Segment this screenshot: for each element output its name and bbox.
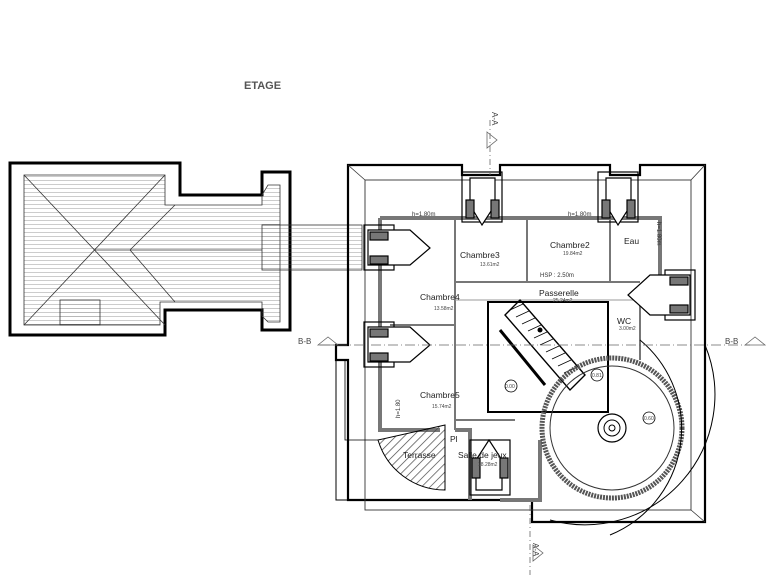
- room-chambre4: Chambre4: [420, 292, 460, 302]
- height-label-2: h=1.80m: [568, 212, 592, 218]
- room-chambre2-area: 19.84m2: [563, 251, 583, 257]
- height-label-3: h=1.80m: [655, 222, 661, 246]
- room-salle-jeux-area: 18.28m2: [478, 462, 498, 468]
- room-pl: Pl: [450, 434, 458, 444]
- section-lines: [316, 120, 767, 575]
- section-aa-top: A-A: [490, 112, 499, 126]
- room-terrasse: Terrasse: [403, 450, 436, 460]
- mark-1: 0.00: [505, 384, 515, 390]
- hsp-label: HSP : 2.50m: [540, 273, 574, 279]
- mark-2: 0.81: [592, 373, 602, 379]
- drawing-title: ETAGE: [244, 80, 281, 92]
- room-wc-area: 3.00m2: [619, 326, 636, 332]
- section-bb-left: B-B: [298, 337, 311, 346]
- room-chambre5: Chambre5: [420, 390, 460, 400]
- annex-roof: [8, 161, 363, 337]
- section-aa-bottom: A-A: [531, 543, 540, 557]
- height-label-4: h=1.80: [396, 399, 402, 418]
- room-passerelle: Passerelle: [539, 288, 579, 298]
- room-chambre5-area: 15.74m2: [432, 404, 452, 410]
- room-chambre3-area: 13.61m2: [480, 262, 500, 268]
- room-chambre2: Chambre2: [550, 240, 590, 250]
- dormers: [363, 171, 696, 496]
- height-label-1: h=1.80m: [412, 212, 436, 218]
- room-passerelle-area: 25.24m2: [553, 298, 573, 304]
- section-bb-right: B-B: [725, 337, 738, 346]
- room-wc: WC: [617, 316, 631, 326]
- mark-3: 0.60: [644, 416, 654, 422]
- room-salle-jeux: Salle de jeux: [458, 450, 507, 460]
- main-building: [334, 163, 716, 536]
- room-chambre4-area: 13.58m2: [434, 306, 454, 312]
- room-chambre3: Chambre3: [460, 250, 500, 260]
- room-eau: Eau: [624, 236, 639, 246]
